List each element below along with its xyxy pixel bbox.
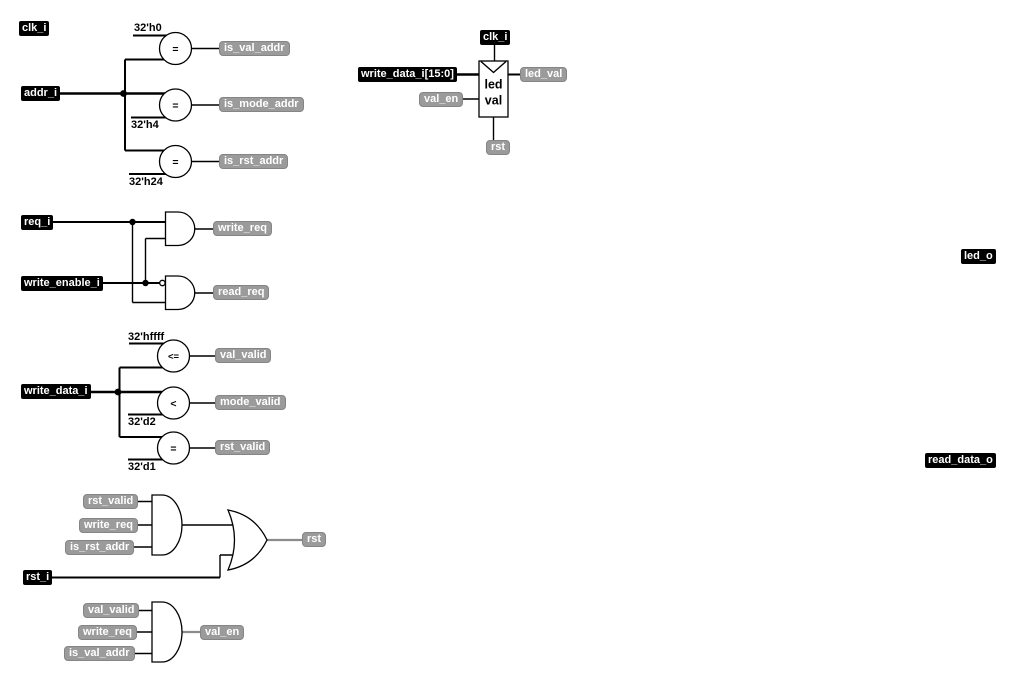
eq-symbol: = bbox=[172, 100, 178, 112]
port-led-o: led_o bbox=[961, 249, 996, 264]
port-read-data-o: read_data_o bbox=[925, 453, 996, 468]
or-gate-rst bbox=[226, 509, 268, 571]
net-is-val-addr-in: is_val_addr bbox=[64, 646, 135, 661]
eq-symbol: = bbox=[170, 443, 176, 455]
eq-comparator bbox=[158, 88, 193, 122]
constant-rst-addr: 32'h24 bbox=[129, 175, 163, 188]
net-write-req-in-rst: write_req bbox=[79, 518, 138, 533]
addr-compare-wires bbox=[55, 34, 219, 175]
port-clk-i-register: clk_i bbox=[480, 30, 511, 45]
register-name-line1: led bbox=[484, 78, 502, 92]
register-name-line2: val bbox=[485, 94, 502, 108]
net-led-val-out: led_val bbox=[520, 67, 568, 82]
rst-logic-gates bbox=[151, 494, 268, 571]
write-data-compare-wires bbox=[85, 342, 215, 461]
junction-dot bbox=[142, 279, 149, 287]
register-body bbox=[478, 60, 509, 118]
lt-comparator bbox=[156, 386, 191, 420]
port-clk-i: clk_i bbox=[19, 21, 50, 36]
lte-symbol: <= bbox=[168, 352, 180, 363]
net-val-en-in: val_en bbox=[419, 92, 464, 107]
port-write-data-i: write_data_i bbox=[21, 384, 91, 399]
net-is-val-addr-out: is_val_addr bbox=[219, 41, 290, 56]
net-is-rst-addr-in: is_rst_addr bbox=[65, 540, 135, 555]
constant-mode-addr: 32'h4 bbox=[131, 119, 159, 131]
eq-comparator bbox=[158, 144, 193, 179]
lt-symbol: < bbox=[170, 398, 176, 410]
net-val-valid-out: val_valid bbox=[215, 348, 272, 363]
port-rst-i: rst_i bbox=[23, 570, 53, 585]
constant-val-max: 32'hffff bbox=[128, 330, 165, 343]
junction-dot bbox=[120, 90, 127, 97]
led-val-register: led val bbox=[478, 60, 509, 118]
port-addr-i: addr_i bbox=[21, 86, 61, 101]
and-gate-val-en bbox=[151, 601, 183, 663]
constant-val-addr: 32'h0 bbox=[134, 22, 162, 34]
net-write-req-in-val: write_req bbox=[78, 625, 137, 640]
constant-mode-max: 32'd2 bbox=[128, 416, 156, 428]
addr-comparators: = = = bbox=[158, 31, 193, 179]
net-write-req-out: write_req bbox=[213, 221, 272, 236]
junction-dot bbox=[114, 388, 122, 396]
net-rst-in-register: rst bbox=[486, 140, 511, 155]
net-rst-valid-in: rst_valid bbox=[83, 494, 139, 509]
lte-comparator bbox=[156, 339, 191, 373]
constant-rst-match: 32'd1 bbox=[128, 461, 156, 473]
req-and-gates bbox=[159, 211, 196, 311]
junction-dot bbox=[129, 218, 136, 226]
write-data-comparators: <= < = bbox=[156, 339, 191, 465]
net-rst-valid-out: rst_valid bbox=[215, 440, 271, 455]
net-is-rst-addr-out: is_rst_addr bbox=[219, 154, 289, 169]
port-write-enable-i: write_enable_i bbox=[21, 276, 103, 291]
eq-comparator bbox=[158, 31, 193, 66]
net-val-valid-in: val_valid bbox=[83, 603, 140, 618]
net-is-mode-addr-out: is_mode_addr bbox=[219, 97, 304, 112]
net-read-req-out: read_req bbox=[213, 285, 270, 300]
val-en-logic-gates bbox=[151, 601, 183, 663]
port-write-data-i-slice: write_data_i[15:0] bbox=[358, 67, 457, 82]
and-gate-read-req bbox=[164, 275, 196, 311]
net-val-en-out: val_en bbox=[200, 625, 245, 640]
eq-comparator bbox=[156, 431, 191, 465]
eq-symbol: = bbox=[172, 44, 178, 56]
net-mode-valid-out: mode_valid bbox=[215, 395, 286, 410]
inverter-bubble bbox=[159, 279, 166, 287]
clock-chevron-icon bbox=[480, 60, 507, 74]
and-gate-rst bbox=[151, 494, 183, 556]
port-req-i: req_i bbox=[21, 215, 54, 230]
and-gate-write-req bbox=[164, 211, 196, 247]
req-gate-wires bbox=[48, 221, 213, 304]
net-rst-out: rst bbox=[302, 532, 327, 547]
eq-symbol: = bbox=[172, 157, 178, 169]
